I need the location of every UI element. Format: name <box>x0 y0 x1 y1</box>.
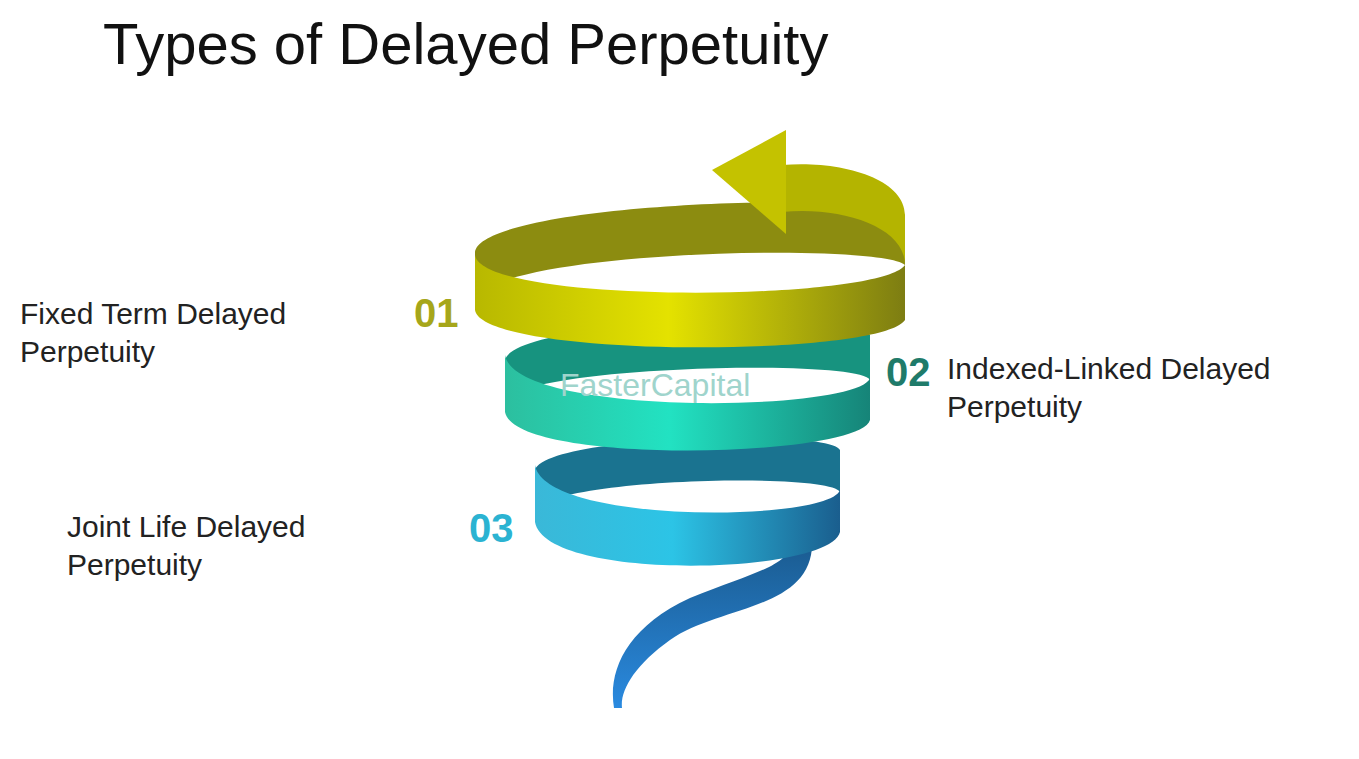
callout-number: 03 <box>469 508 514 548</box>
type-label: Joint Life Delayed Perpetuity <box>67 508 367 584</box>
ribbon-band <box>505 355 870 451</box>
callout-number: 02 <box>886 352 931 392</box>
callout-number: 01 <box>414 293 459 333</box>
type-label: Indexed-Linked Delayed Perpetuity <box>947 350 1347 426</box>
ribbon-band <box>535 465 840 566</box>
arrow-head <box>712 130 786 234</box>
watermark: FasterCapital <box>560 368 750 403</box>
type-label: Fixed Term Delayed Perpetuity <box>20 295 340 371</box>
diagram-title: Types of Delayed Perpetuity <box>103 12 828 76</box>
ribbon-band <box>475 255 905 347</box>
ribbon-rise <box>782 164 905 265</box>
